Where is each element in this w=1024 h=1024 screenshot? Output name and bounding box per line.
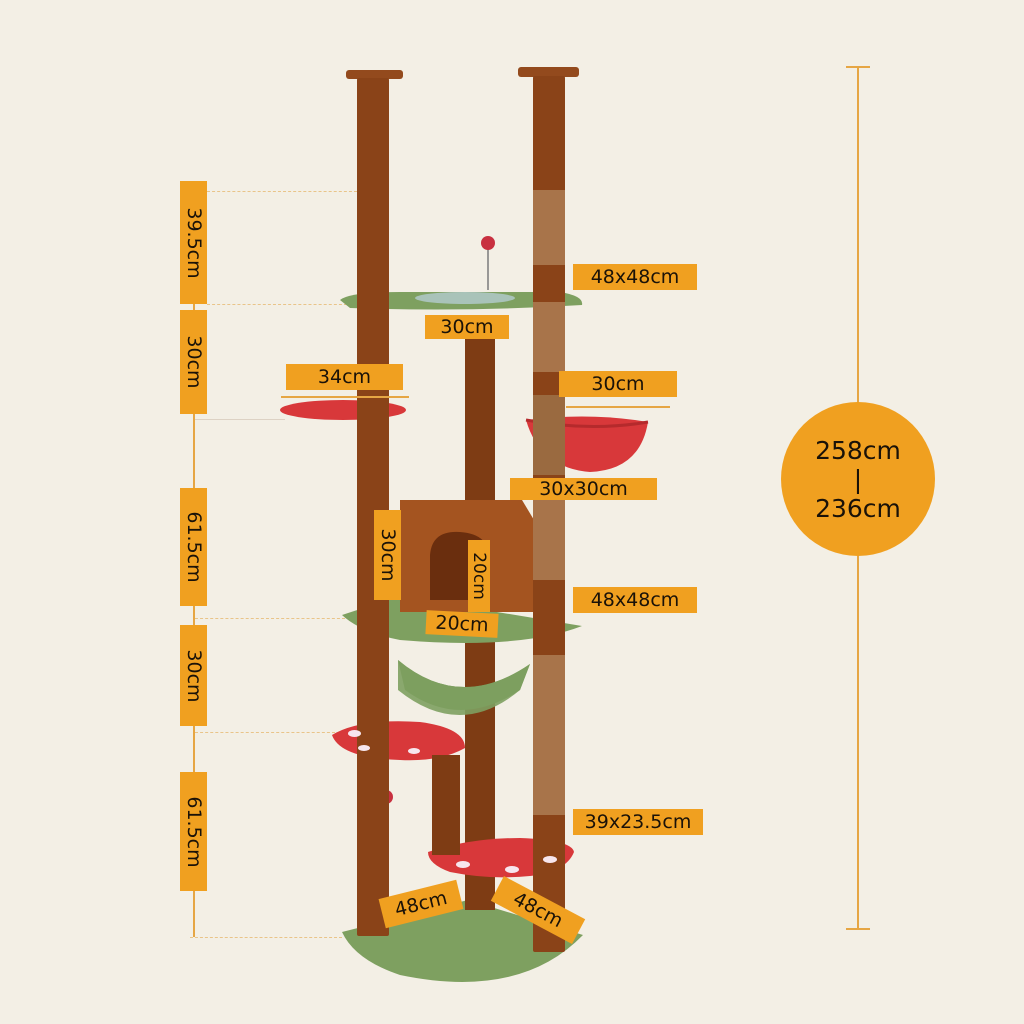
sisal-wrap-condo	[533, 500, 565, 580]
sisal-wrap-upper	[533, 190, 565, 265]
guide-line	[195, 732, 335, 733]
mushroom-spot	[348, 730, 361, 737]
total-height-max: 258cm	[815, 435, 901, 465]
mushroom-spot	[543, 856, 557, 863]
label-middle-platform: 48x48cm	[573, 587, 697, 613]
label-condo-top: 30x30cm	[510, 478, 657, 500]
label-top-bowl: 30cm	[425, 315, 509, 339]
segment-label-bottom: 61.5cm	[180, 772, 207, 891]
total-height-tick-top	[846, 66, 870, 68]
total-height-separator: |	[853, 464, 863, 494]
mushroom-spot	[505, 866, 519, 873]
label-condo-height: 30cm	[374, 510, 401, 600]
mushroom-spot	[456, 861, 470, 868]
label-top-platform: 48x48cm	[573, 264, 697, 290]
segment-label-top: 39.5cm	[180, 181, 207, 304]
upper-mushroom-dim-line	[281, 396, 409, 398]
guide-line	[207, 191, 357, 192]
segment-label-upper: 30cm	[180, 310, 207, 414]
total-height-tick-bottom	[846, 928, 870, 930]
guide-line	[195, 618, 345, 619]
label-red-basket: 30cm	[559, 371, 677, 397]
mushroom-spot	[408, 748, 420, 754]
left-post	[357, 78, 389, 936]
basket-dim-line	[566, 406, 670, 408]
guide-line	[190, 937, 342, 938]
guide-line	[207, 304, 347, 305]
label-condo-door-width: 20cm	[425, 610, 499, 638]
right-post-cap	[518, 67, 579, 77]
label-condo-door-height: 20cm	[468, 540, 490, 612]
mushroom-spot	[358, 745, 370, 751]
sisal-wrap-middle	[533, 302, 565, 372]
segment-label-middle: 61.5cm	[180, 488, 207, 606]
total-height-min: 236cm	[815, 493, 901, 523]
label-lower-step: 39x23.5cm	[573, 809, 703, 835]
guide-line	[195, 419, 285, 420]
label-upper-mushroom: 34cm	[286, 364, 403, 390]
segment-label-lower: 30cm	[180, 625, 207, 726]
total-height-badge: 258cm | 236cm	[781, 402, 935, 556]
sisal-wrap-lower	[533, 395, 565, 475]
sisal-wrap-bottom	[533, 655, 565, 815]
left-post-cap	[346, 70, 403, 79]
